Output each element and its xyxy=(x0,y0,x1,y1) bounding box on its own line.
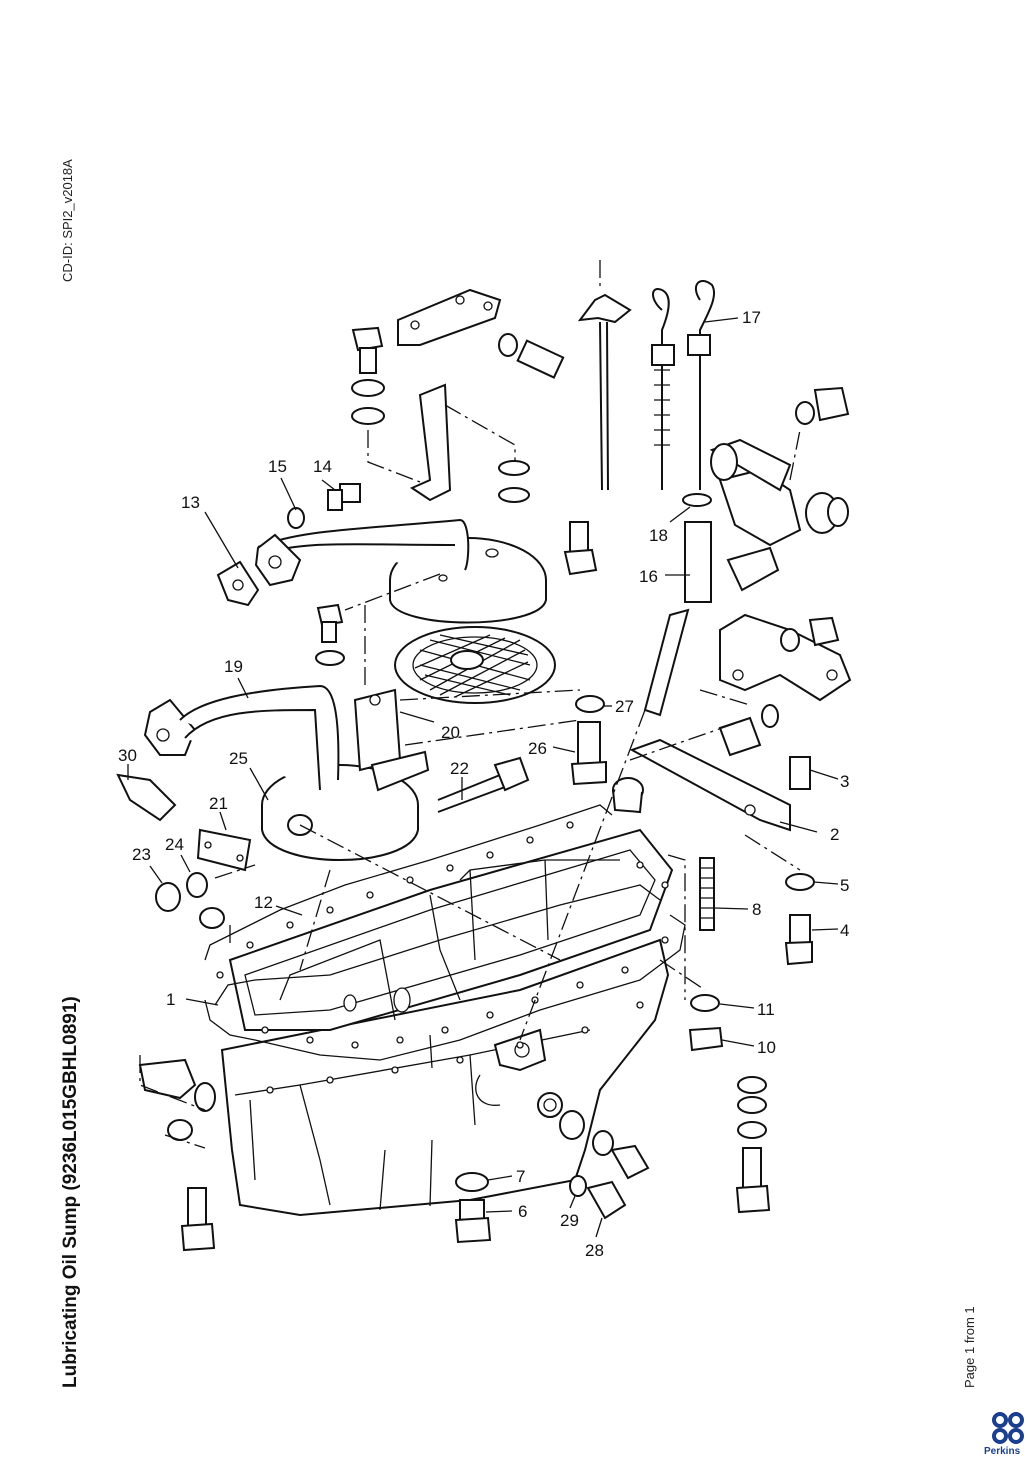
alignment-lines xyxy=(139,260,801,1149)
callout-24: 24 xyxy=(165,835,184,854)
callout-13: 13 xyxy=(181,493,200,512)
callout-21: 21 xyxy=(209,794,228,813)
brackets xyxy=(397,288,852,832)
callout-7: 7 xyxy=(516,1167,525,1186)
callout-20: 20 xyxy=(441,723,460,742)
callout-17: 17 xyxy=(742,308,761,327)
callout-11: 11 xyxy=(757,1000,775,1019)
callout-8: 8 xyxy=(752,900,761,919)
callout-4: 4 xyxy=(840,921,849,940)
callout-30: 30 xyxy=(118,746,137,765)
brand-name: Perkins xyxy=(984,1446,1021,1457)
callout-26: 26 xyxy=(528,739,547,758)
callout-16: 16 xyxy=(639,567,658,586)
callout-22: 22 xyxy=(450,759,469,778)
dipstick xyxy=(577,280,716,717)
callout-5: 5 xyxy=(840,876,849,895)
callout-3: 3 xyxy=(840,772,849,791)
leader-lines xyxy=(127,317,839,1238)
callout-28: 28 xyxy=(585,1241,604,1260)
callout-10: 10 xyxy=(757,1038,776,1057)
lower-strainer xyxy=(143,684,430,861)
fasteners xyxy=(116,326,850,1252)
callout-29: 29 xyxy=(560,1211,579,1230)
callout-2: 2 xyxy=(830,825,839,844)
part-callouts: 1 2 3 4 5 6 7 8 10 11 12 13 14 15 16 17 … xyxy=(118,308,849,1260)
perkins-logo-icon xyxy=(992,1412,1024,1444)
oil-strainer xyxy=(257,518,556,704)
callout-14: 14 xyxy=(313,457,332,476)
callout-19: 19 xyxy=(224,657,243,676)
callout-1: 1 xyxy=(166,990,175,1009)
callout-6: 6 xyxy=(518,1202,527,1221)
callout-23: 23 xyxy=(132,845,151,864)
callout-27: 27 xyxy=(615,697,634,716)
sump-pan xyxy=(220,828,674,1217)
callout-18: 18 xyxy=(649,526,668,545)
callout-12: 12 xyxy=(254,893,273,912)
callout-15: 15 xyxy=(268,457,287,476)
callout-25: 25 xyxy=(229,749,248,768)
sump-gasket xyxy=(204,804,686,1094)
